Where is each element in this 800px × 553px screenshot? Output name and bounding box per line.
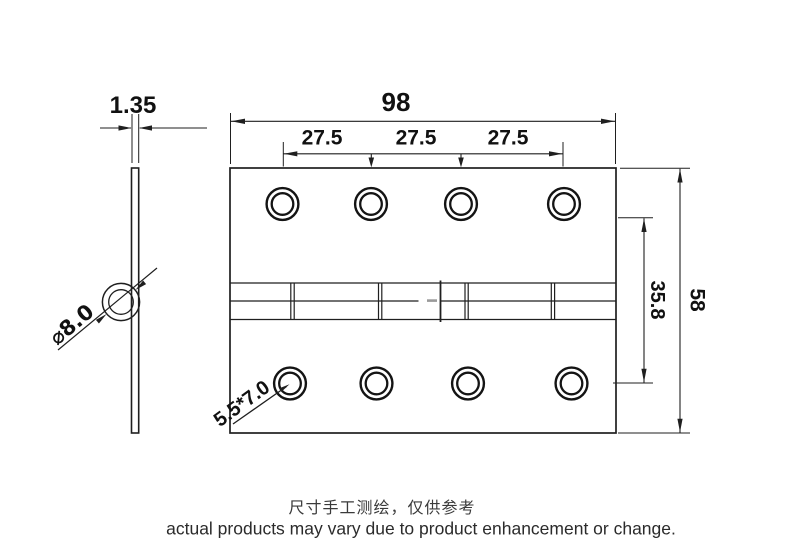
dimension-label-spacing-1: 27.5 (301, 126, 343, 150)
knuckle-circle-outer (101, 282, 141, 322)
dimension-label-rows-span: 35.8 (646, 280, 668, 320)
screw-holes-bottom (272, 366, 589, 401)
screw-hole (554, 366, 589, 401)
knuckle-circle-inner (108, 289, 134, 315)
screw-hole (359, 366, 394, 401)
screw-hole (443, 186, 479, 222)
screw-hole (265, 186, 300, 222)
dimension-thickness (100, 125, 207, 131)
dimension-hole-spacing (282, 142, 564, 168)
caption-chinese: 尺寸手工测绘，仅供参考 (288, 500, 476, 517)
dimension-label-width: 98 (381, 87, 411, 117)
dimension-width-98 (230, 113, 616, 164)
screw-hole (353, 186, 389, 222)
dimension-height-58 (618, 167, 690, 434)
caption-english: actual products may vary due to product … (166, 518, 676, 539)
screw-holes-top (265, 186, 582, 222)
dimension-label-thickness: 1.35 (109, 92, 157, 119)
front-view (229, 167, 617, 434)
dimension-label-height: 58 (685, 288, 709, 312)
screw-hole (272, 366, 308, 401)
dimension-label-spacing-3: 27.5 (487, 126, 529, 150)
hinge-side-profile (130, 167, 140, 434)
dimension-rows-span-35-8 (613, 217, 653, 384)
side-view (57, 114, 207, 434)
dimension-knuckle-diameter (57, 267, 158, 351)
dimension-label-spacing-2: 27.5 (395, 126, 437, 150)
screw-hole (450, 366, 486, 401)
screw-hole (546, 186, 582, 222)
knuckle-band (230, 280, 616, 322)
leader-hole-size (232, 384, 290, 425)
